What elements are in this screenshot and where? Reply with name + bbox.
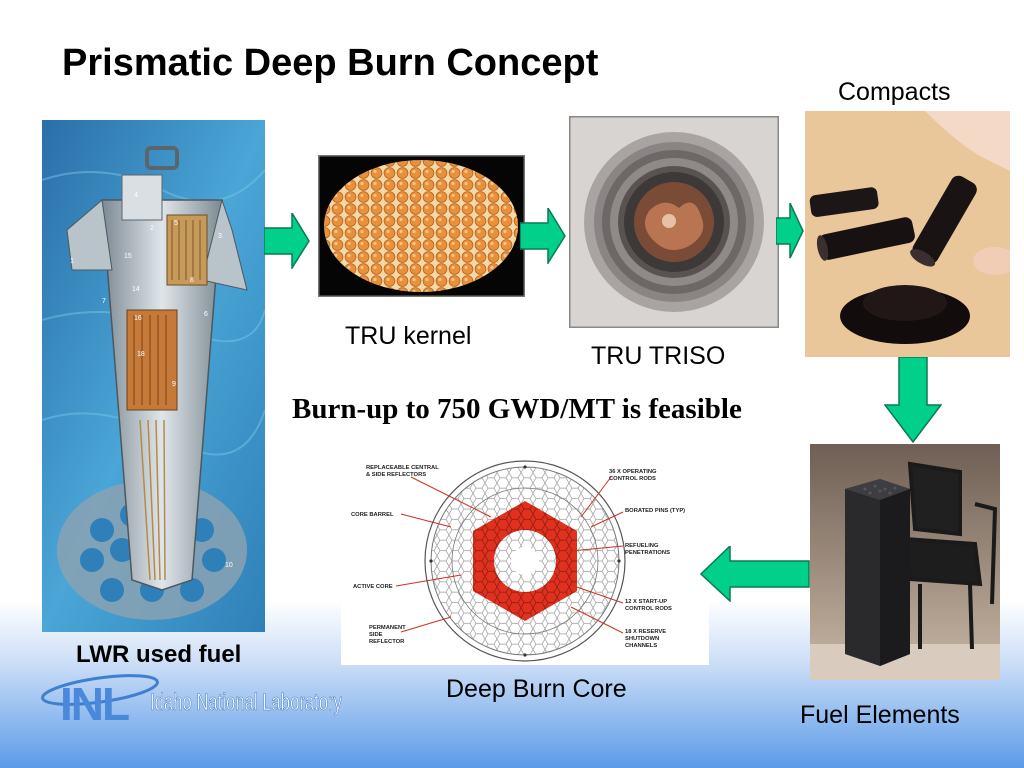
deep-burn-core-caption: Deep Burn Core bbox=[446, 675, 627, 703]
core-callout-reflectors-2: & SIDE REFLECTORS bbox=[366, 472, 426, 478]
inl-logo: INL Idaho National Laboratory bbox=[41, 674, 342, 728]
compacts-image bbox=[805, 111, 1010, 357]
core-callout-startup-2: CONTROL RODS bbox=[625, 606, 672, 612]
lwr-label-4: 4 bbox=[134, 192, 138, 199]
lwr-label-8: 8 bbox=[190, 277, 194, 284]
core-callout-reserve-2: SHUTDOWN bbox=[625, 636, 659, 642]
core-callout-operating-1: 36 X OPERATING bbox=[609, 469, 657, 475]
fuel-elements-image bbox=[810, 444, 1000, 680]
lwr-label-10: 10 bbox=[225, 562, 233, 569]
lwr-label-1: 1 bbox=[70, 258, 74, 265]
core-callout-startup-1: 12 X START-UP bbox=[625, 599, 667, 605]
core-callout-reserve-3: CHANNELS bbox=[625, 643, 657, 649]
arrow-left-icon bbox=[700, 546, 810, 602]
arrow-right-icon bbox=[776, 203, 804, 259]
arrow-down-icon bbox=[884, 357, 942, 443]
fuel-elements-caption: Fuel Elements bbox=[800, 701, 960, 729]
slide-title: Prismatic Deep Burn Concept bbox=[62, 42, 599, 84]
core-callout-core-barrel: CORE BARREL bbox=[351, 512, 394, 518]
core-callout-refueling-1: REFUELING bbox=[625, 543, 659, 549]
compacts-caption: Compacts bbox=[838, 78, 951, 106]
burnup-headline: Burn-up to 750 GWD/MT is feasible bbox=[292, 393, 742, 425]
tru-triso-caption: TRU TRISO bbox=[591, 342, 726, 370]
lwr-label-3: 3 bbox=[218, 233, 222, 240]
lwr-used-fuel-caption: LWR used fuel bbox=[76, 641, 242, 668]
tru-kernel-caption: TRU kernel bbox=[345, 322, 472, 350]
lwr-label-9: 9 bbox=[172, 381, 176, 388]
tru-kernel-image bbox=[318, 155, 525, 297]
lwr-label-14: 14 bbox=[132, 286, 140, 293]
core-callout-permanent-1: PERMANENT bbox=[369, 625, 406, 631]
deep-burn-core-diagram: REPLACEABLE CENTRAL & SIDE REFLECTORS CO… bbox=[341, 457, 709, 665]
lwr-label-6: 6 bbox=[204, 311, 208, 318]
lwr-label-5: 5 bbox=[174, 220, 178, 227]
core-callout-reflectors-1: REPLACEABLE CENTRAL bbox=[366, 465, 439, 471]
lwr-label-15: 15 bbox=[124, 253, 132, 260]
arrow-right-icon bbox=[520, 208, 566, 264]
inl-logo-text: Idaho National Laboratory bbox=[150, 689, 342, 716]
inl-logo-mark: INL bbox=[60, 678, 129, 728]
lwr-fuel-assembly-image: 1 2 3 4 5 6 7 8 9 10 14 15 16 18 bbox=[42, 120, 265, 632]
arrow-right-icon bbox=[264, 213, 310, 269]
tru-triso-image bbox=[569, 116, 779, 328]
lwr-label-2: 2 bbox=[150, 225, 154, 232]
core-callout-permanent-3: REFLECTOR bbox=[369, 639, 405, 645]
lwr-label-7: 7 bbox=[102, 298, 106, 305]
core-callout-permanent-2: SIDE bbox=[369, 632, 383, 638]
core-callout-operating-2: CONTROL RODS bbox=[609, 476, 656, 482]
lwr-label-16: 16 bbox=[134, 315, 142, 322]
core-callout-borated: BORATED PINS (TYP) bbox=[625, 508, 685, 514]
core-callout-reserve-1: 18 X RESERVE bbox=[625, 629, 666, 635]
core-callout-refueling-2: PENETRATIONS bbox=[625, 550, 670, 556]
core-callout-active-core: ACTIVE CORE bbox=[353, 584, 393, 590]
lwr-label-18: 18 bbox=[137, 351, 145, 358]
